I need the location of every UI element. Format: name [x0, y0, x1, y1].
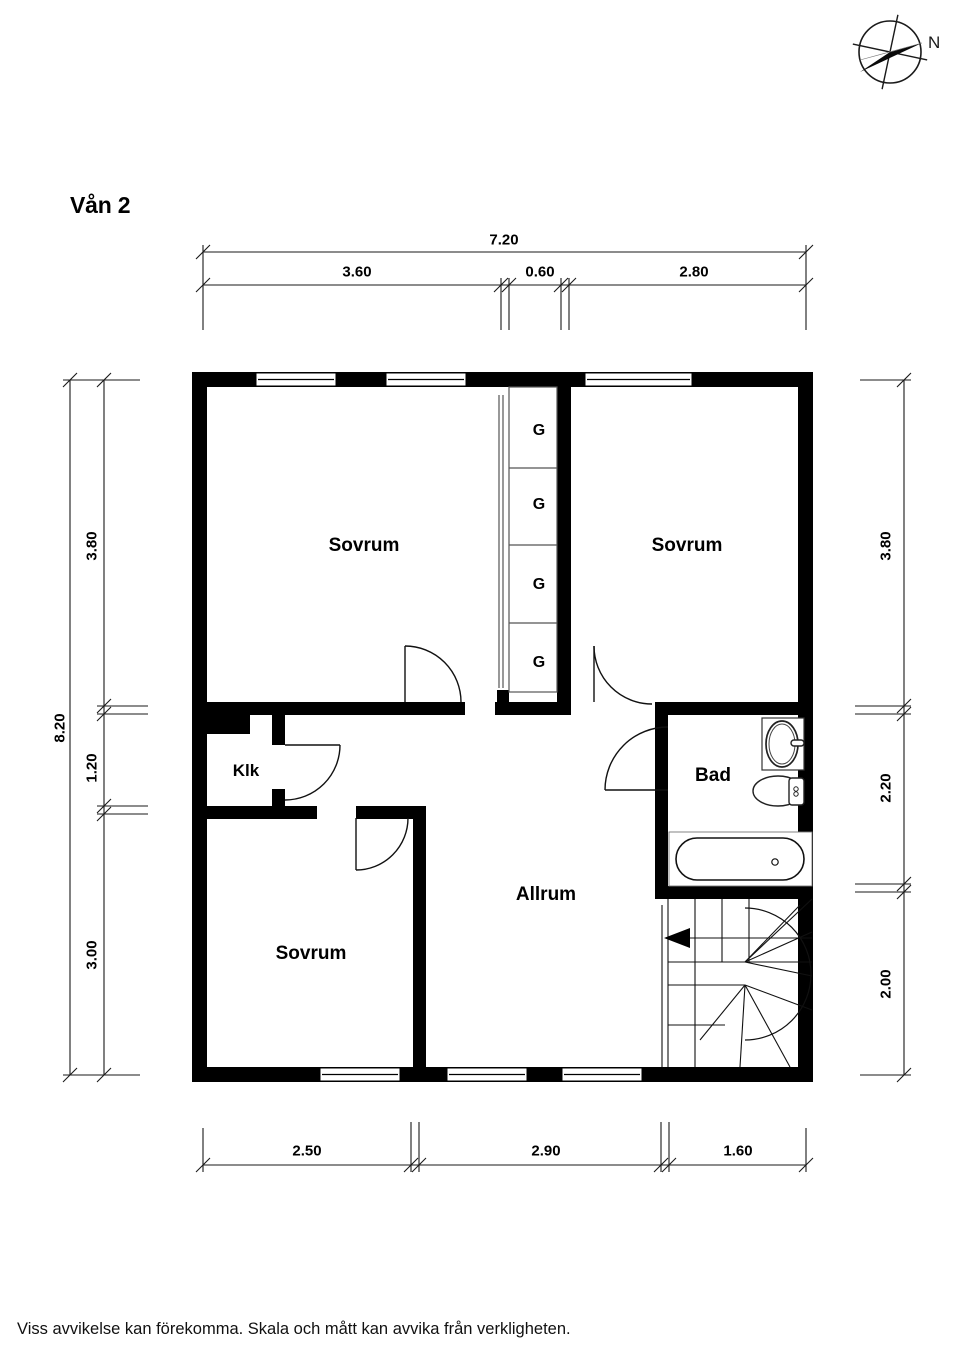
window — [319, 1067, 401, 1082]
wardrobe-column — [498, 386, 558, 693]
bathroom-sink — [761, 717, 805, 771]
toilet — [752, 775, 805, 807]
dimension-left-seg-1: 3.80 — [83, 531, 101, 561]
room-label-sovrum-ne: Sovrum — [651, 535, 723, 556]
bathtub — [668, 831, 813, 887]
dimension-chain-top — [195, 244, 814, 330]
window — [584, 372, 693, 387]
dimension-right-seg-3: 2.00 — [877, 969, 895, 999]
window — [561, 1067, 643, 1082]
door-group — [284, 645, 669, 871]
room-label-bad: Bad — [695, 765, 731, 786]
wardrobe-cell-label: G — [532, 654, 546, 671]
compass-rose-icon — [852, 14, 928, 90]
room-label-sovrum-nw: Sovrum — [328, 535, 400, 556]
wardrobe-cell-label: G — [532, 576, 546, 593]
room-label-allrum: Allrum — [515, 884, 577, 905]
staircase — [661, 898, 813, 1068]
dimension-left-total: 8.20 — [51, 713, 69, 743]
dimension-chain-bottom — [195, 1122, 814, 1173]
window-group-top — [255, 372, 693, 387]
stair-direction-arrow — [664, 928, 690, 948]
dimension-top-total: 7.20 — [489, 231, 519, 249]
window-group-bottom — [319, 1067, 643, 1082]
dimension-top-seg-1: 3.60 — [342, 263, 372, 281]
dimension-top-seg-2: 0.60 — [525, 263, 555, 281]
dimension-left-seg-2: 1.20 — [83, 753, 101, 783]
dimension-chain-left — [62, 372, 148, 1083]
wardrobe-cell-label: G — [532, 496, 546, 513]
window — [385, 372, 467, 387]
room-label-klk: Klk — [232, 761, 260, 780]
dimension-right-seg-2: 2.20 — [877, 773, 895, 803]
interior-walls — [207, 387, 813, 1082]
dimension-bottom-seg-3: 1.60 — [723, 1142, 753, 1160]
dimension-right-seg-1: 3.80 — [877, 531, 895, 561]
page-title: Vån 2 — [70, 192, 131, 218]
dimension-bottom-seg-2: 2.90 — [531, 1142, 561, 1160]
window — [446, 1067, 528, 1082]
compass-north-label: N — [928, 33, 941, 52]
dimension-bottom-seg-1: 2.50 — [292, 1142, 322, 1160]
dimension-chain-right — [855, 372, 912, 1083]
room-label-sovrum-sw: Sovrum — [275, 943, 347, 964]
dimension-top-seg-3: 2.80 — [679, 263, 709, 281]
window — [255, 372, 337, 387]
dimension-left-seg-3: 3.00 — [83, 940, 101, 970]
wardrobe-cell-label: G — [532, 422, 546, 439]
disclaimer-text: Viss avvikelse kan förekomma. Skala och … — [17, 1320, 571, 1338]
